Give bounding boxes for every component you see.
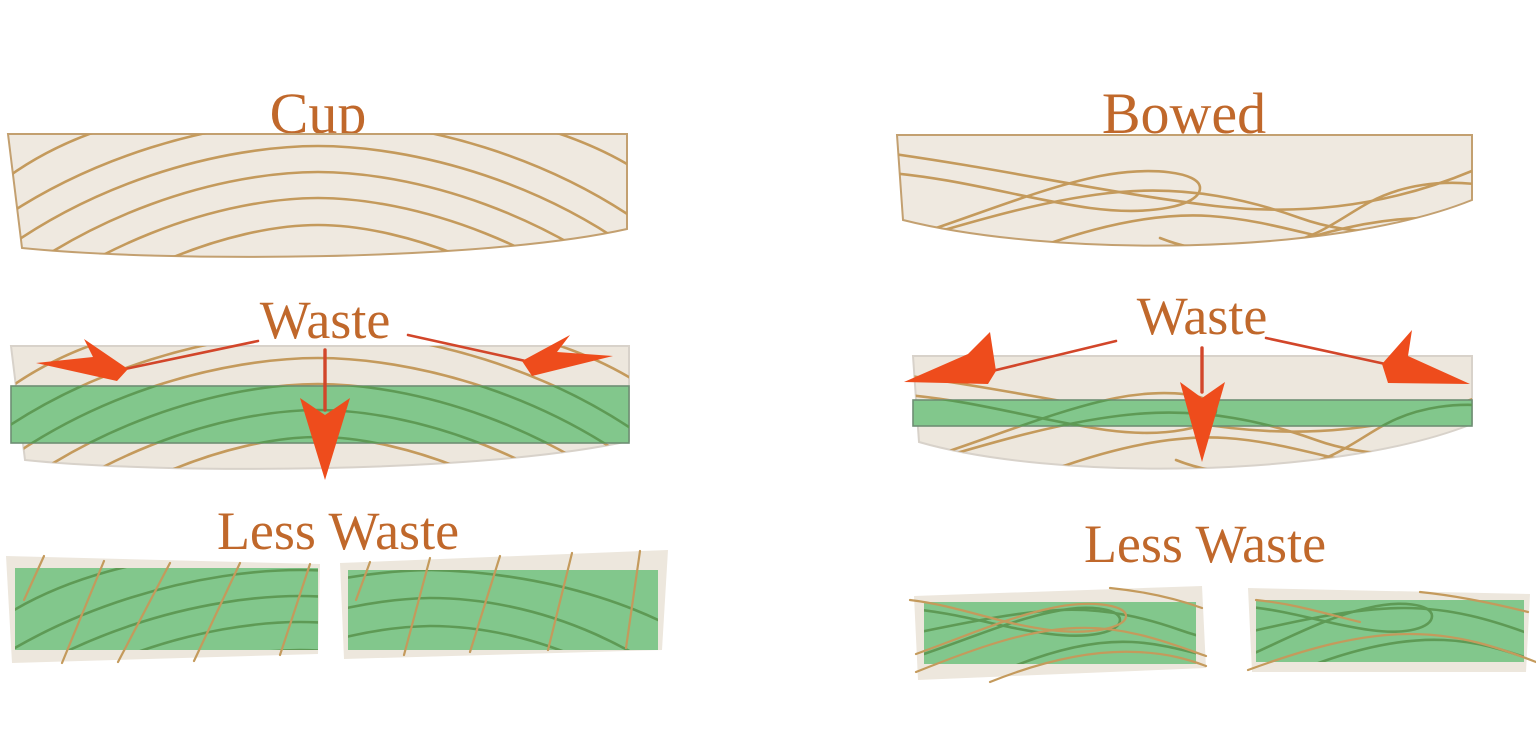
cup-waste-arrow-down — [300, 348, 350, 480]
cup-waste-arrow-left — [36, 339, 260, 381]
bowed-board-outline — [895, 134, 1473, 247]
cup-waste-arrow-right — [406, 333, 613, 376]
bowed-piece-left-grain — [924, 606, 1196, 664]
panel-cup: Cup — [6, 81, 668, 665]
cup-piece-left-green — [15, 568, 318, 650]
less-waste-label-bowed: Less Waste — [1084, 514, 1326, 574]
cup-piece-right-outer-grain — [354, 549, 642, 657]
cup-waste-board: Waste — [9, 290, 630, 480]
cup-piece-right-green — [348, 570, 658, 650]
bowed-waste-arrow-left — [904, 332, 1118, 384]
cup-piece-left-outer-grain — [22, 554, 312, 665]
bowed-waste-arrow-right — [1264, 330, 1470, 384]
less-waste-label-cup: Less Waste — [217, 501, 459, 561]
bowed-less-waste-piece-right — [1246, 588, 1536, 672]
cup-defect-board — [6, 133, 628, 258]
waste-label-cup: Waste — [260, 290, 391, 350]
cup-piece-right-grain — [348, 570, 658, 650]
bowed-piece-right-outer-grain — [1246, 590, 1536, 672]
bowed-piece-left-outer-grain — [908, 586, 1208, 684]
waste-label-bowed: Waste — [1137, 286, 1268, 346]
bowed-less-waste-piece-left — [908, 586, 1208, 684]
bowed-waste-board: Waste — [904, 286, 1473, 470]
bowed-waste-arrow-down — [1180, 346, 1225, 462]
cup-less-waste-piece-left — [6, 554, 320, 665]
cup-board-grain — [8, 134, 627, 257]
cup-board-outline — [6, 133, 628, 258]
cup-less-waste-piece-right — [340, 549, 668, 659]
panel-bowed: Bowed — [895, 81, 1536, 684]
